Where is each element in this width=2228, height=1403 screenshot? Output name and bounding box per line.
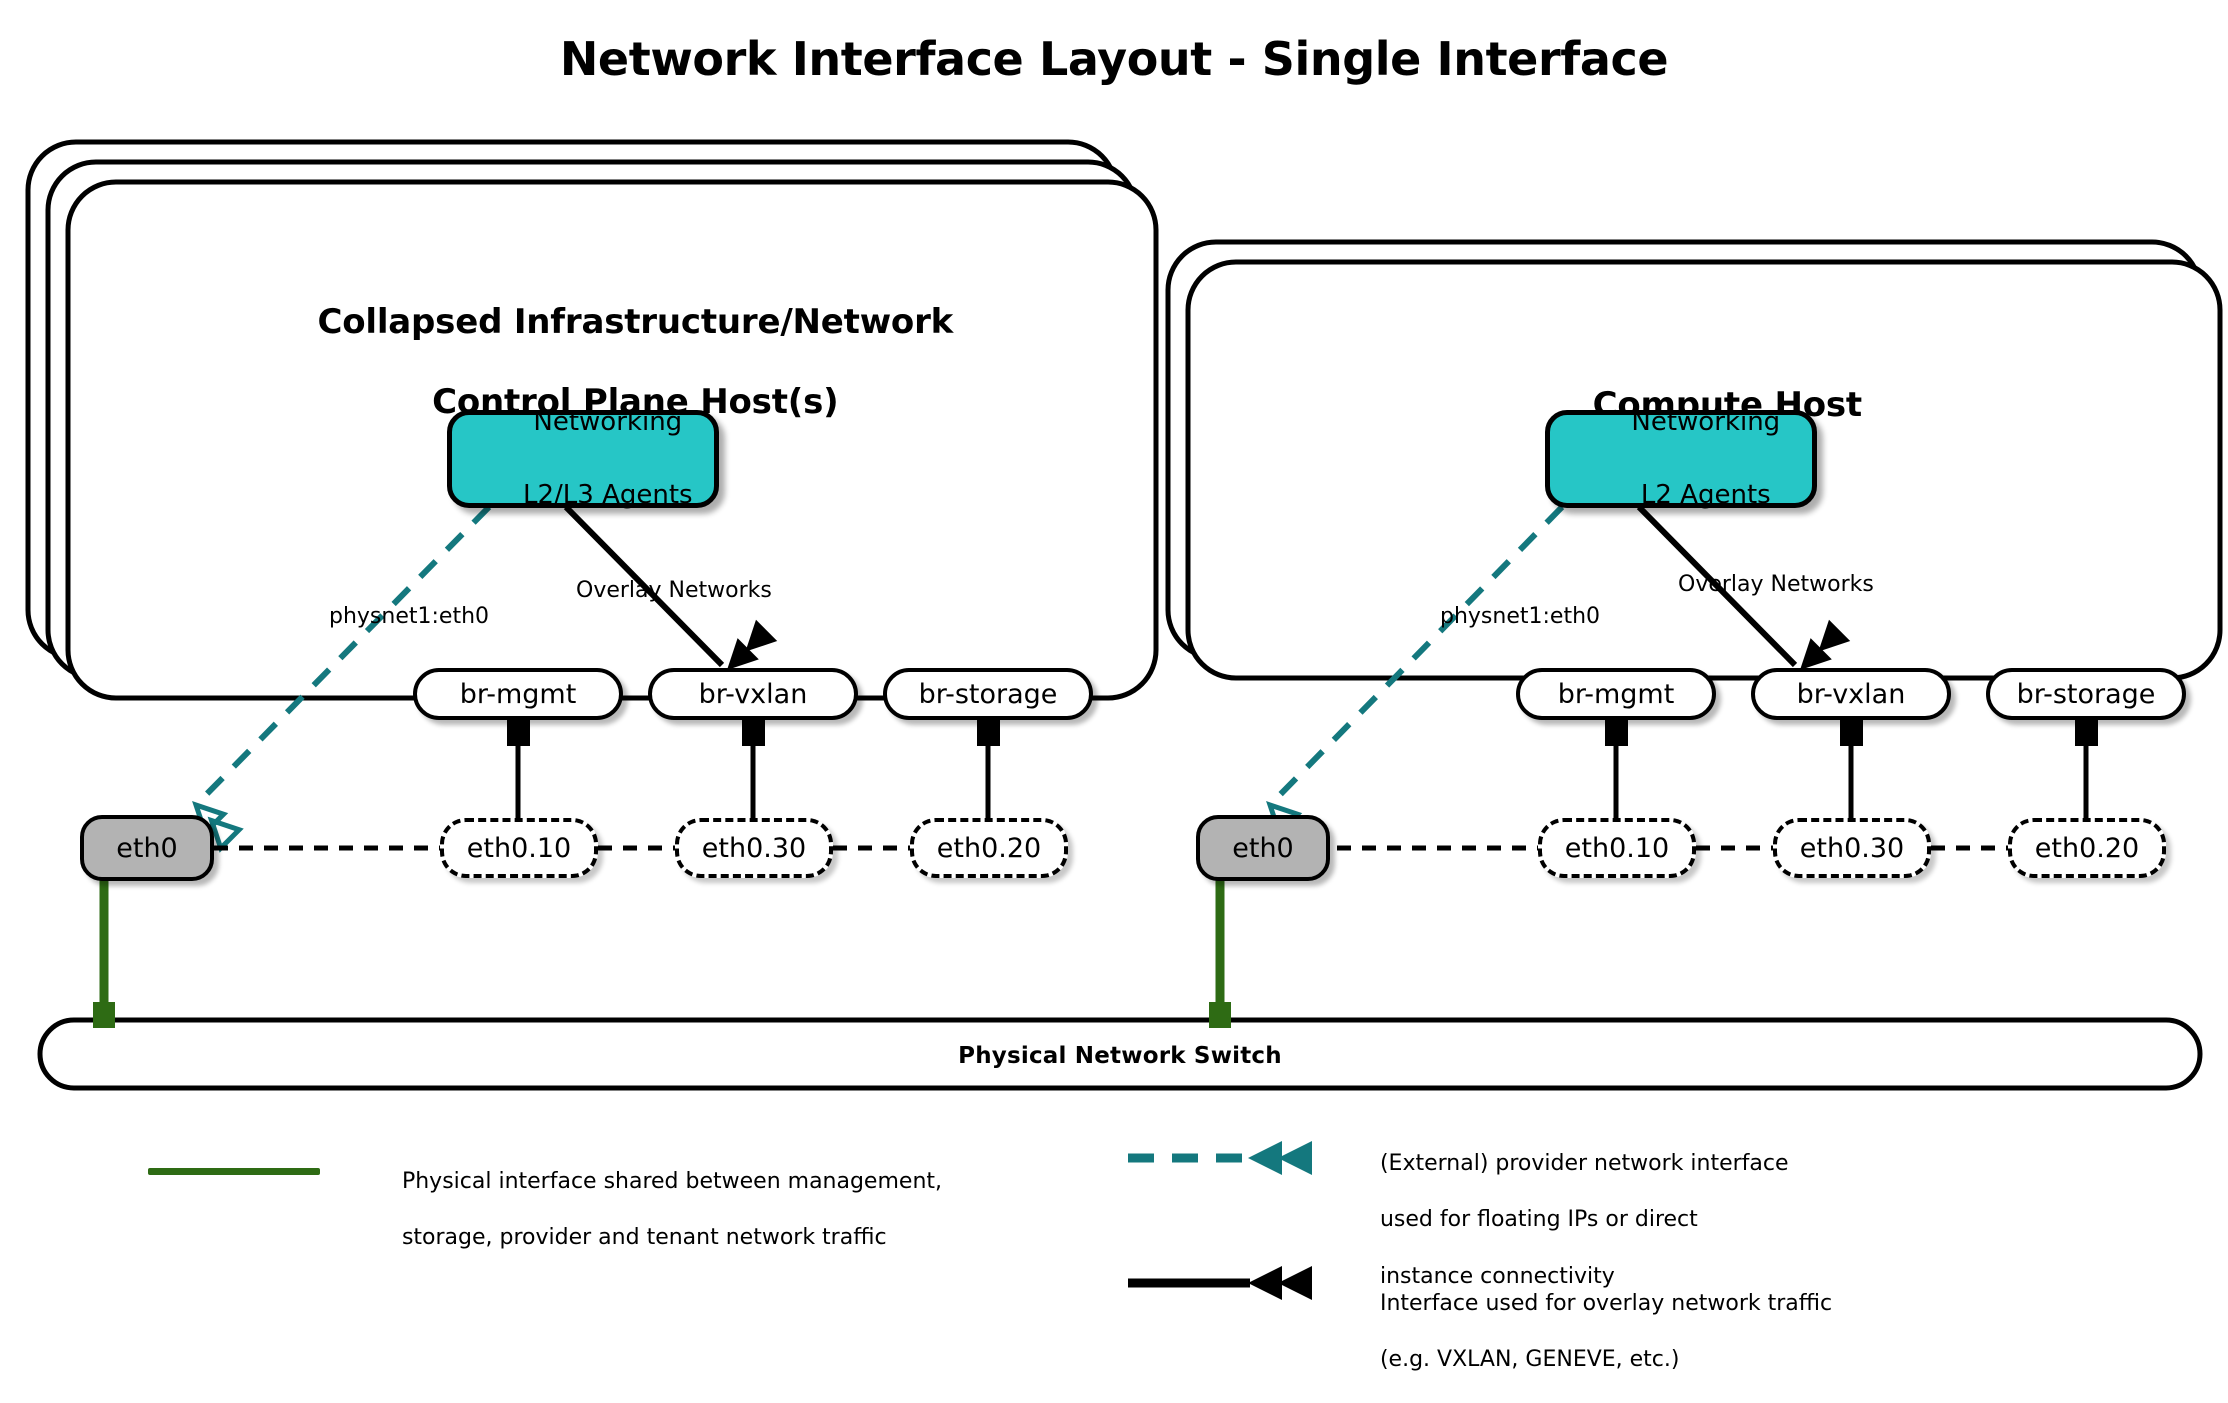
vlan-label: eth0.10 bbox=[466, 832, 572, 864]
legend-line-1: Physical interface shared between manage… bbox=[401, 1169, 942, 1195]
vlan-label: eth0.30 bbox=[701, 832, 807, 864]
agent-label-line1-left: Networking bbox=[533, 406, 683, 437]
agent-label-line2-right: L2 Agents bbox=[1640, 480, 1771, 511]
physical-uplink-left bbox=[93, 880, 115, 1028]
bridge-label: br-vxlan bbox=[698, 678, 808, 710]
legend-line-3: instance connectivity bbox=[1379, 1263, 1615, 1289]
legend-line-2: storage, provider and tenant network tra… bbox=[401, 1225, 887, 1251]
legend-line-1: (External) provider network interface bbox=[1379, 1151, 1789, 1177]
physical-network-switch-frame bbox=[37, 1017, 2203, 1091]
provider-edge-label-right: physnet1:eth0 bbox=[1440, 604, 1601, 629]
agent-label-line2-left: L2/L3 Agents bbox=[523, 480, 693, 511]
overlay-edge-label-left: Overlay Networks bbox=[576, 578, 772, 603]
legend-line-2: (e.g. VXLAN, GENEVE, etc.) bbox=[1379, 1347, 1680, 1373]
connectors-layer bbox=[93, 504, 2089, 1028]
provider-edge-label-left: physnet1:eth0 bbox=[329, 604, 490, 629]
control-plane-host-title-line1: Collapsed Infrastructure/Network bbox=[317, 302, 954, 343]
networking-agents-box-left[interactable]: Networking L2/L3 Agents bbox=[447, 406, 719, 511]
bridge-port-right-0 bbox=[1605, 716, 1628, 746]
page-title: Network Interface Layout - Single Interf… bbox=[559, 32, 1669, 86]
bridge-label: br-mgmt bbox=[459, 678, 577, 710]
bridge-port-right-2 bbox=[2075, 716, 2098, 746]
network-diagram: Network Interface Layout - Single Interf… bbox=[25, 32, 2223, 1372]
physical-uplink-right bbox=[1209, 880, 1231, 1028]
physical-nic-eth0-right[interactable]: eth0 bbox=[1196, 815, 1330, 881]
legend-line-2: used for floating IPs or direct bbox=[1379, 1207, 1698, 1233]
legend-overlay-network-text: Interface used for overlay network traff… bbox=[1338, 1262, 1898, 1403]
bridge-port-right-1 bbox=[1840, 716, 1863, 746]
vlan-interface-eth0-30-left[interactable]: eth0.30 bbox=[675, 818, 833, 878]
legend-provider-network-text: (External) provider network interface us… bbox=[1338, 1122, 1898, 1319]
bridge-label: br-storage bbox=[2016, 678, 2156, 710]
legend-line-1: Interface used for overlay network traff… bbox=[1379, 1291, 1833, 1317]
agent-label-line1-right: Networking bbox=[1631, 406, 1781, 437]
physical-network-switch-label: Physical Network Switch bbox=[958, 1043, 1282, 1069]
bridge-br-mgmt-left[interactable]: br-mgmt bbox=[413, 668, 623, 720]
vlan-label: eth0.10 bbox=[1564, 832, 1670, 864]
bridge-port-left-1 bbox=[742, 716, 765, 746]
bridge-br-storage-right[interactable]: br-storage bbox=[1986, 668, 2186, 720]
networking-agents-box-right[interactable]: Networking L2 Agents bbox=[1545, 406, 1817, 511]
bridge-br-vxlan-left[interactable]: br-vxlan bbox=[648, 668, 858, 720]
bridge-port-left-2 bbox=[977, 716, 1000, 746]
vlan-interface-eth0-10-right[interactable]: eth0.10 bbox=[1538, 818, 1696, 878]
overlay-edge-label-right: Overlay Networks bbox=[1678, 572, 1874, 597]
vlan-interface-eth0-30-right[interactable]: eth0.30 bbox=[1773, 818, 1931, 878]
vlan-interface-eth0-20-right[interactable]: eth0.20 bbox=[2008, 818, 2166, 878]
vlan-label: eth0.30 bbox=[1799, 832, 1905, 864]
physical-nic-eth0-left[interactable]: eth0 bbox=[80, 815, 214, 881]
vlan-interface-eth0-10-left[interactable]: eth0.10 bbox=[440, 818, 598, 878]
bridge-br-mgmt-right[interactable]: br-mgmt bbox=[1516, 668, 1716, 720]
bridge-label: br-storage bbox=[918, 678, 1058, 710]
legend-physical-interface-text: Physical interface shared between manage… bbox=[360, 1140, 980, 1281]
legend-green-line-swatch bbox=[148, 1168, 320, 1175]
provider-link-right bbox=[1266, 504, 1565, 853]
bridge-br-storage-left[interactable]: br-storage bbox=[883, 668, 1093, 720]
vlan-interface-eth0-20-left[interactable]: eth0.20 bbox=[910, 818, 1068, 878]
vlan-label: eth0.20 bbox=[2034, 832, 2140, 864]
nic-label: eth0 bbox=[1232, 832, 1294, 864]
nic-label: eth0 bbox=[116, 832, 178, 864]
bridge-label: br-vxlan bbox=[1796, 678, 1906, 710]
bridge-label: br-mgmt bbox=[1557, 678, 1675, 710]
vlan-label: eth0.20 bbox=[936, 832, 1042, 864]
bridge-port-left-0 bbox=[507, 716, 530, 746]
bridge-br-vxlan-right[interactable]: br-vxlan bbox=[1751, 668, 1951, 720]
